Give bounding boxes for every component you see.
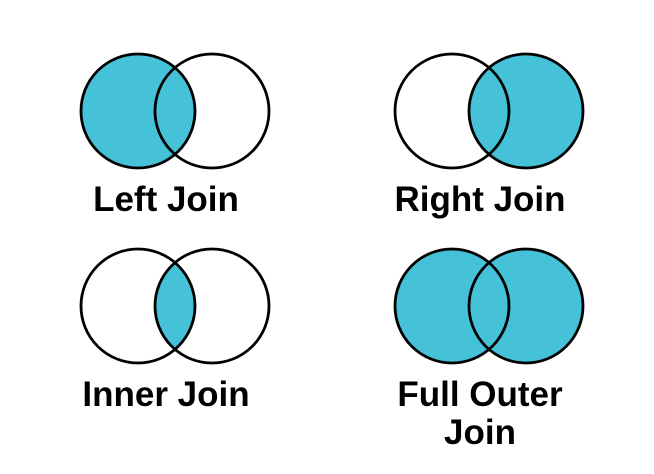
venn-diagram-full-outer-join	[393, 247, 585, 365]
join-card-right-join: Right Join	[324, 50, 654, 219]
join-label-left-join: Left Join	[93, 180, 239, 219]
join-card-left-join: Left Join	[10, 50, 340, 219]
venn-diagram-left-join	[79, 52, 271, 170]
join-card-full-outer-join: Full Outer Join	[324, 245, 654, 452]
join-label-inner-join: Inner Join	[82, 375, 250, 414]
join-card-inner-join: Inner Join	[10, 245, 340, 414]
join-label-full-outer-join: Full Outer Join	[397, 375, 563, 452]
join-label-right-join: Right Join	[394, 180, 566, 219]
venn-diagram-inner-join	[79, 247, 271, 365]
venn-diagram-right-join	[393, 52, 585, 170]
